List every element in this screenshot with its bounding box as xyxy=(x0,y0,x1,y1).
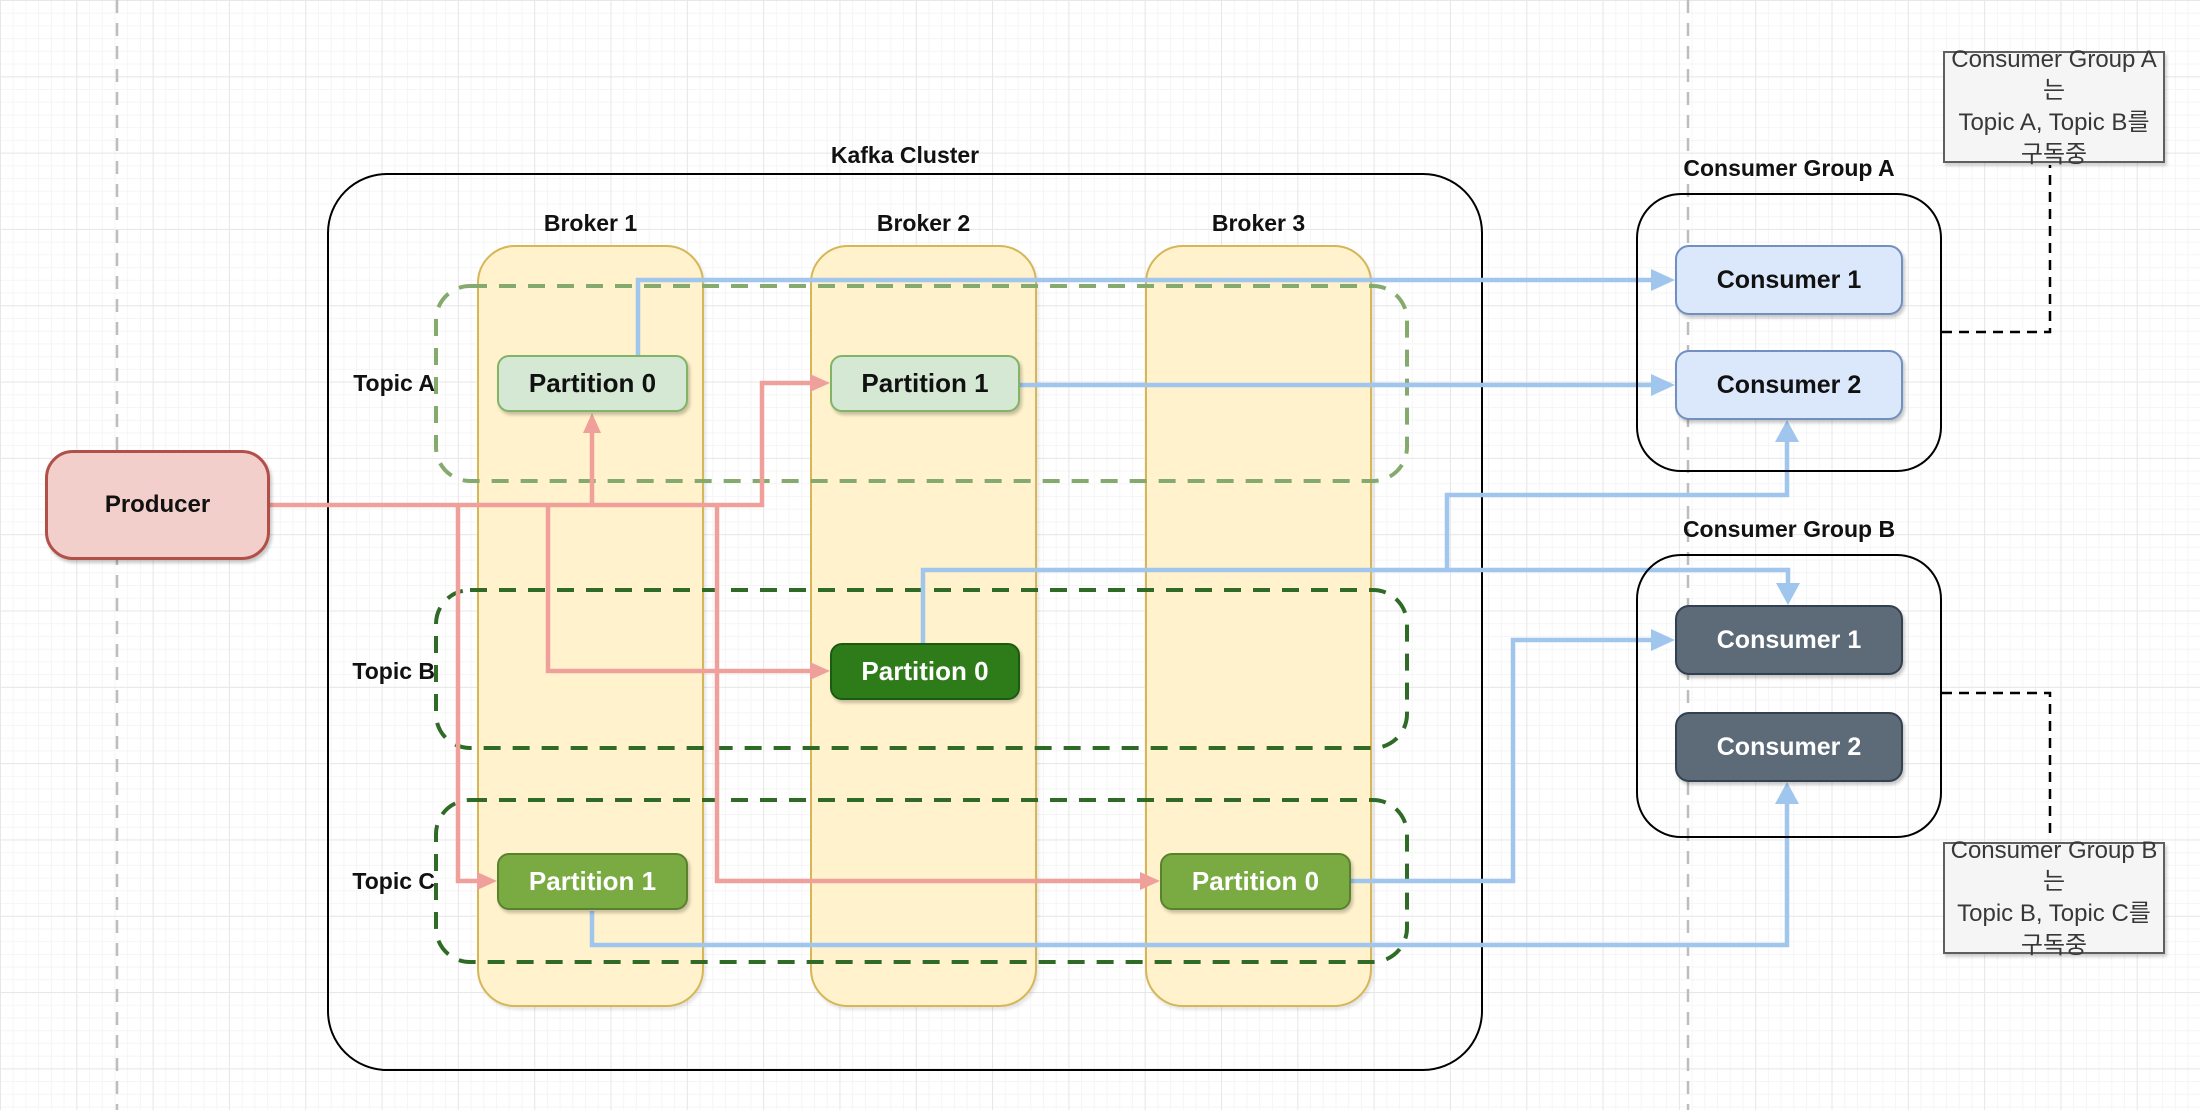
arrowhead-blue-consumer1a-left xyxy=(1651,269,1675,291)
topic-a-partition0-to-consumer1a-line[interactable] xyxy=(635,277,1651,355)
consumer-group-a-container[interactable] xyxy=(1636,193,1942,472)
consumer-group-b-container[interactable] xyxy=(1636,554,1942,838)
topic-c-partition1-to-consumer2b-line[interactable] xyxy=(589,804,1790,948)
topic-b-label: Topic B xyxy=(352,657,435,684)
topic-b-partition0-to-consumer2a-line[interactable] xyxy=(1444,442,1790,570)
producer-to-topic-a-partition1-line[interactable] xyxy=(270,380,812,508)
arrowhead-blue-consumer2b-bottom xyxy=(1775,782,1799,804)
topic-c-partition0-to-consumer1b-line[interactable] xyxy=(1351,637,1651,884)
arrowhead-blue-consumer2a-bottom xyxy=(1775,420,1799,442)
kafka-cluster-label: Kafka Cluster xyxy=(830,141,980,168)
consumer-group-b-title: Consumer Group B xyxy=(1682,515,1896,542)
kafka-cluster-container[interactable] xyxy=(327,173,1483,1071)
producer-node[interactable]: Producer xyxy=(45,450,270,560)
partition-topic-c-broker1[interactable]: Partition 1 xyxy=(497,853,688,910)
topic-c-band[interactable] xyxy=(434,798,1409,964)
arrowhead-red-topic-c-partition0 xyxy=(1140,872,1160,890)
broker-3-label: Broker 3 xyxy=(1211,209,1306,236)
consumer-group-a-consumer-1[interactable]: Consumer 1 xyxy=(1675,245,1903,315)
consumer-group-b-consumer-1[interactable]: Consumer 1 xyxy=(1675,605,1903,675)
producer-to-topic-c-partition0-line[interactable] xyxy=(714,505,1142,884)
arrowhead-red-topic-c-partition1 xyxy=(477,872,497,890)
partition-topic-c-broker3[interactable]: Partition 0 xyxy=(1160,853,1351,910)
arrowhead-blue-consumer2a-left xyxy=(1651,374,1675,396)
arrowhead-blue-consumer1b-left xyxy=(1651,629,1675,651)
consumer-group-a-title: Consumer Group A xyxy=(1683,154,1895,181)
partition-topic-b-broker2[interactable]: Partition 0 xyxy=(830,643,1020,700)
arrowhead-red-topic-b-partition0 xyxy=(810,662,830,680)
partition-topic-a-broker2[interactable]: Partition 1 xyxy=(830,355,1020,412)
topic-a-label: Topic A xyxy=(353,369,435,396)
topic-c-label: Topic C xyxy=(352,867,435,894)
note-b-connector[interactable] xyxy=(1942,691,2052,840)
arrowhead-red-topic-a-partition1 xyxy=(810,374,830,392)
consumer-group-b-consumer-2[interactable]: Consumer 2 xyxy=(1675,712,1903,782)
arrowhead-blue-consumer1b-top xyxy=(1776,583,1800,605)
note-consumer-group-b[interactable]: Consumer Group B는 Topic B, Topic C를 구독중 xyxy=(1943,837,2165,959)
producer-to-topic-c-partition1-line[interactable] xyxy=(455,505,479,884)
topic-b-partition0-to-consumer1b-line[interactable] xyxy=(920,567,1791,643)
arrowhead-red-topic-a-partition0 xyxy=(583,413,601,433)
broker-2-label: Broker 2 xyxy=(876,209,971,236)
producer-to-topic-b-partition0-line[interactable] xyxy=(545,505,812,674)
note-consumer-group-a[interactable]: Consumer Group A는 Topic A, Topic B를 구독중 xyxy=(1943,46,2165,168)
partition-topic-a-broker1[interactable]: Partition 0 xyxy=(497,355,688,412)
consumer-group-a-consumer-2[interactable]: Consumer 2 xyxy=(1675,350,1903,420)
note-a-connector[interactable] xyxy=(1942,165,2052,334)
broker-1-label: Broker 1 xyxy=(543,209,638,236)
